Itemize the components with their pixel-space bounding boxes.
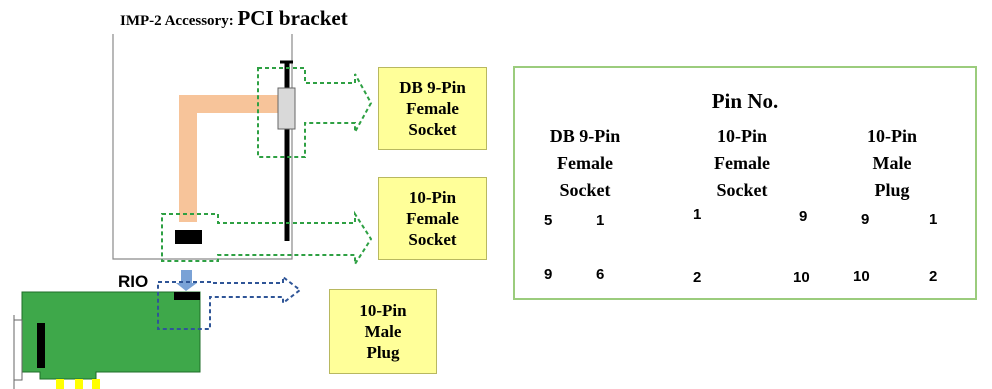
bracket-outline bbox=[112, 34, 293, 260]
ribbon-cable bbox=[179, 95, 280, 222]
db9-connector bbox=[277, 87, 296, 130]
rio-arrow-shaft bbox=[181, 270, 192, 283]
pin-label: 6 bbox=[596, 266, 605, 283]
pin-number-panel: Pin No. DB 9-Pin Female Socket 10-Pin Fe… bbox=[513, 66, 977, 300]
pin-panel-title: Pin No. bbox=[711, 89, 779, 113]
pin-label: 5 bbox=[544, 212, 553, 229]
callout-arrow-female10 bbox=[161, 210, 373, 268]
pin-label: 9 bbox=[861, 211, 870, 228]
pin-label: 10 bbox=[793, 269, 810, 286]
pin-label: 9 bbox=[544, 266, 553, 283]
callout-male10-label: 10-Pin Male Plug bbox=[359, 301, 407, 362]
pin-label: 9 bbox=[799, 208, 808, 225]
title-prefix: IMP-2 Accessory: bbox=[120, 13, 238, 29]
pin-column-heading-female10: 10-Pin Female Socket bbox=[714, 126, 770, 200]
callout-10pin-female-socket: 10-Pin Female Socket bbox=[378, 177, 487, 260]
pci-board bbox=[21, 291, 201, 380]
pin-label: 2 bbox=[693, 269, 702, 286]
callout-arrow-db9 bbox=[257, 67, 373, 158]
pin-label: 10 bbox=[853, 268, 870, 285]
gold-finger-3 bbox=[92, 379, 100, 389]
pin-label: 1 bbox=[693, 206, 702, 223]
female-header bbox=[175, 230, 202, 244]
callout-female10-label: 10-Pin Female Socket bbox=[406, 188, 459, 249]
rio-arrow-head bbox=[176, 283, 197, 291]
pin-label: 2 bbox=[929, 268, 938, 285]
rio-connector bbox=[174, 292, 200, 300]
title-main: PCI bracket bbox=[237, 6, 348, 30]
page-title: IMP-2 Accessory: PCI bracket bbox=[120, 6, 348, 31]
rio-label: RIO bbox=[118, 272, 149, 291]
pin-label: 1 bbox=[596, 212, 605, 229]
callout-10pin-male-plug: 10-Pin Male Plug bbox=[329, 289, 437, 374]
callout-arrow-male10 bbox=[157, 274, 302, 330]
gold-finger-1 bbox=[56, 379, 64, 389]
pin-column-heading-db9: DB 9-Pin Female Socket bbox=[549, 126, 621, 200]
callout-db9-label: DB 9-Pin Female Socket bbox=[399, 78, 466, 139]
pin-column-heading-male10: 10-Pin Male Plug bbox=[866, 126, 917, 200]
board-slot bbox=[37, 323, 45, 368]
gold-finger-2 bbox=[75, 379, 83, 389]
callout-db9-female-socket: DB 9-Pin Female Socket bbox=[378, 67, 487, 150]
pin-label: 1 bbox=[929, 211, 938, 228]
board-bracket-edge bbox=[13, 319, 23, 381]
